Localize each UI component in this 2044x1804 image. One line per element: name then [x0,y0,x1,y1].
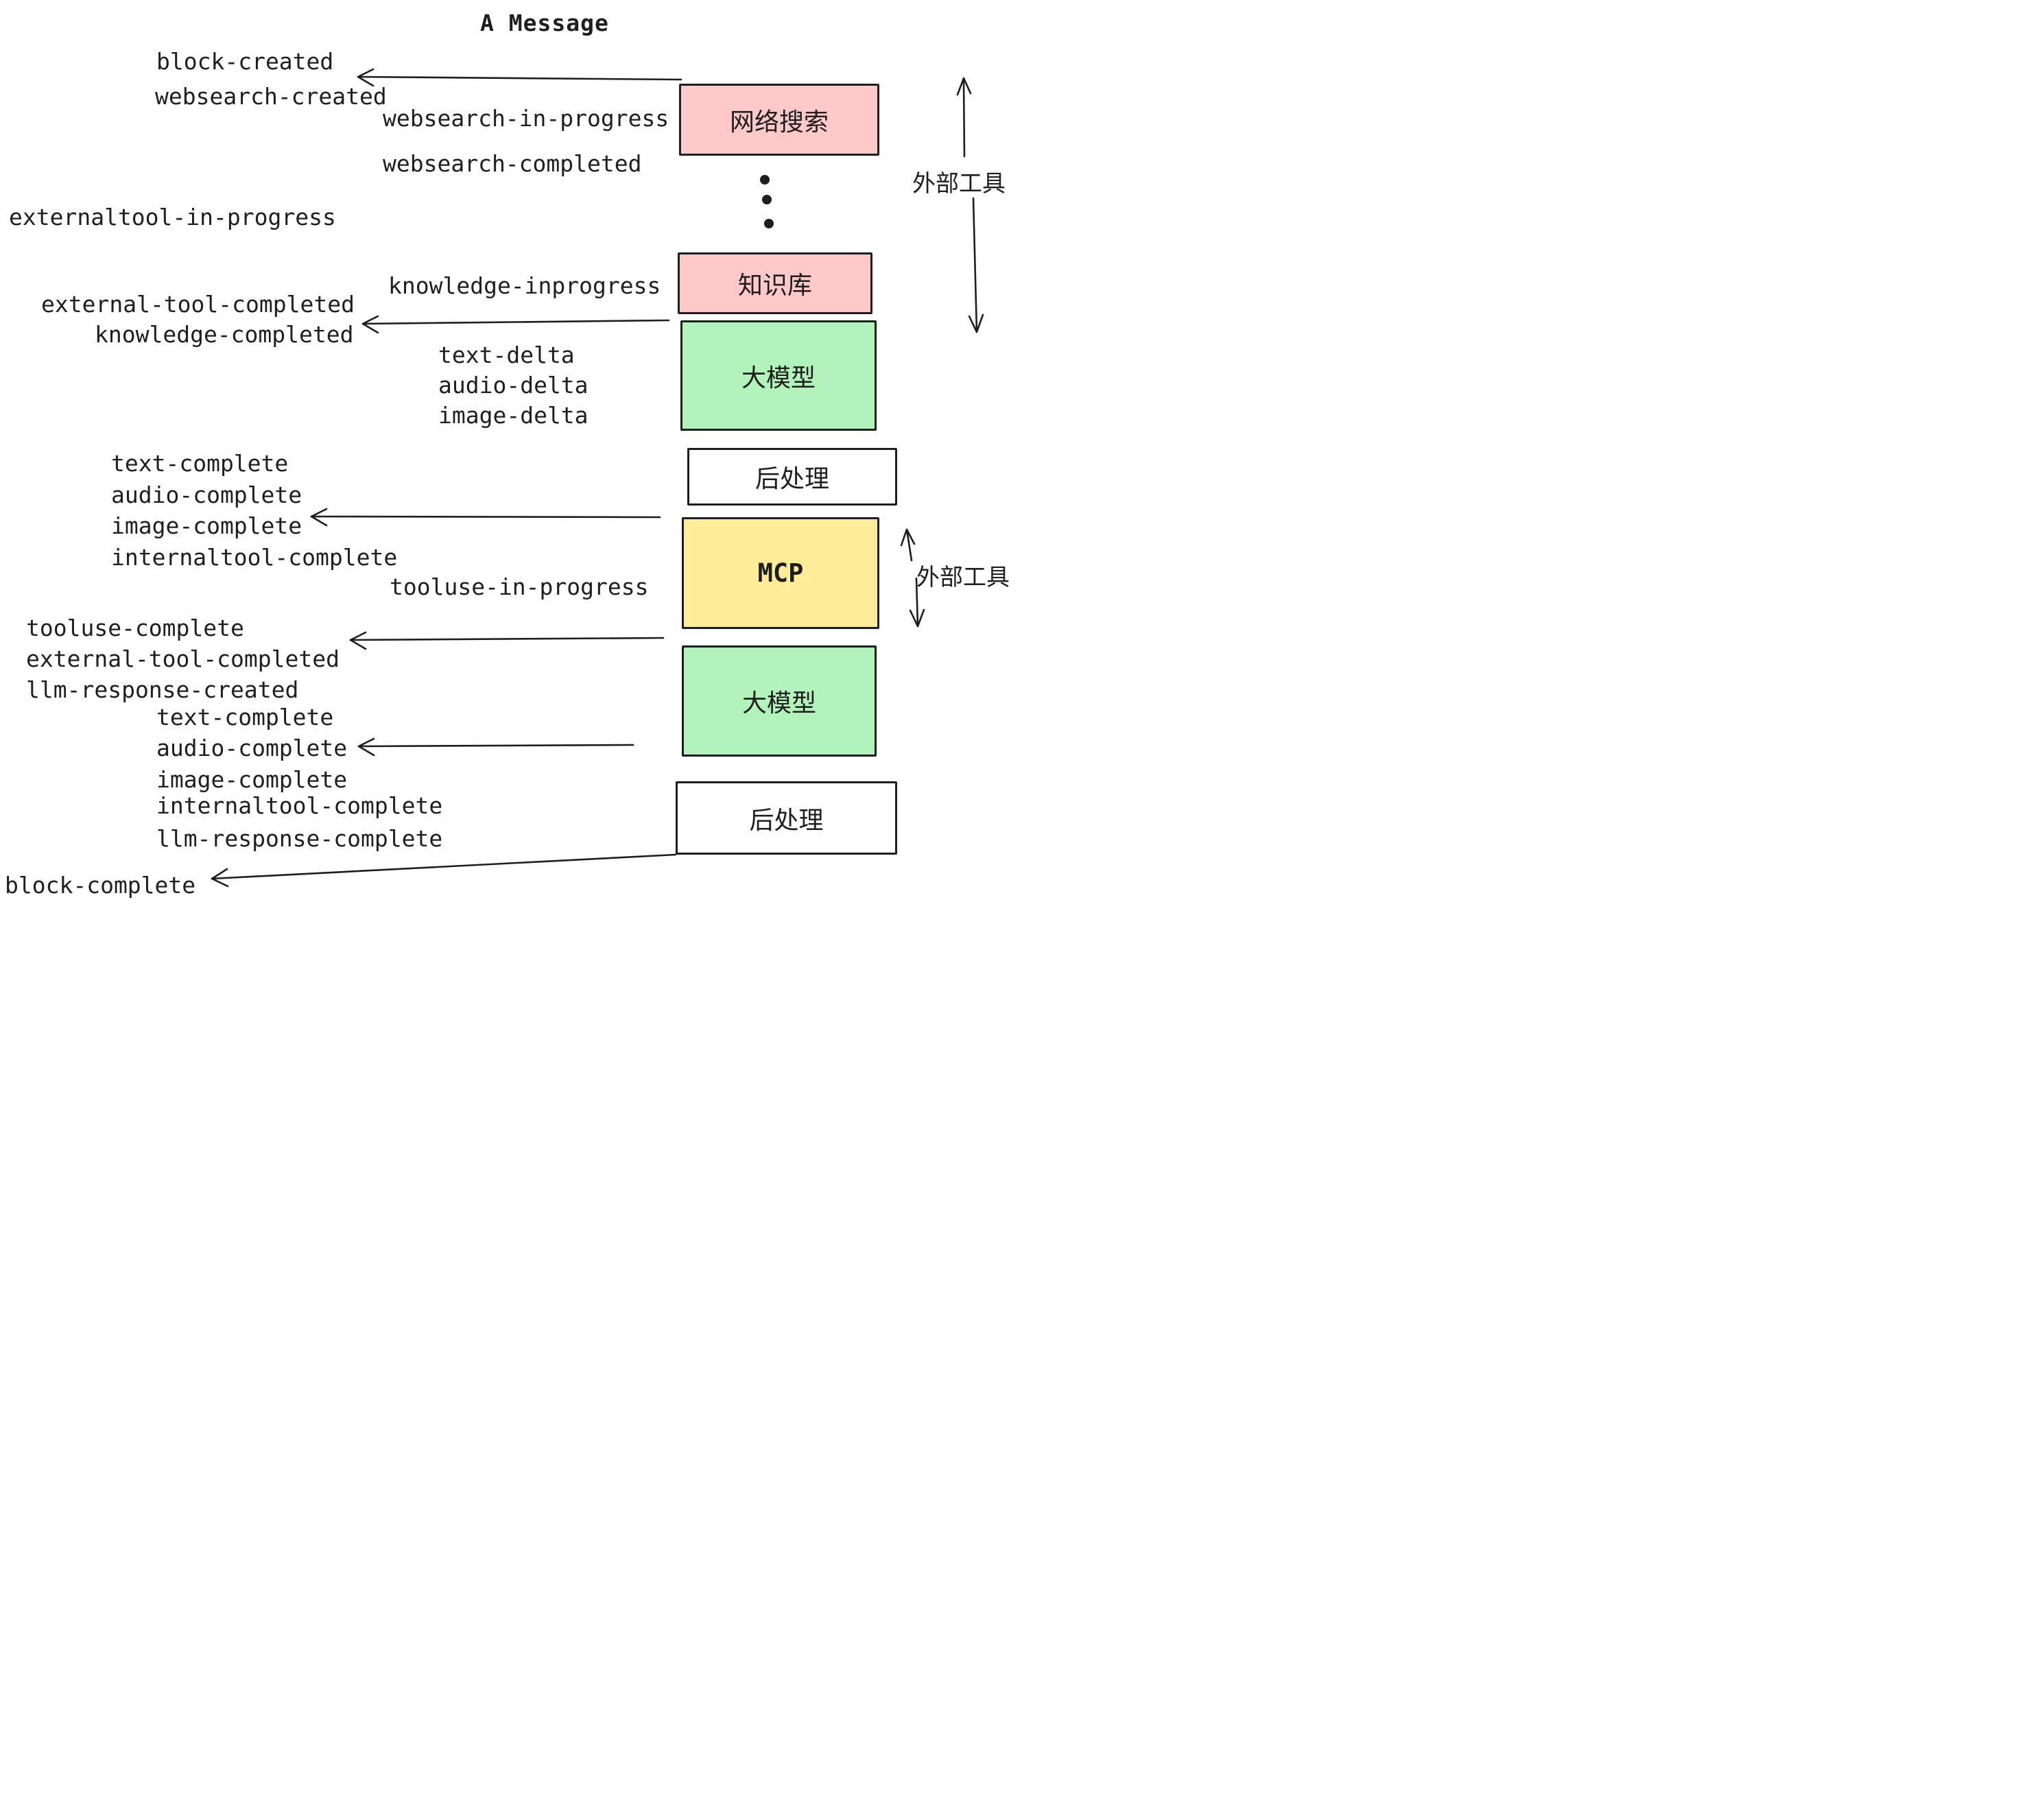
event-label-audio-delta-1: audio-delta [438,372,589,399]
event-label-knowledge-completed: knowledge-completed [95,321,354,348]
event-label-audio-complete-2: audio-complete [156,735,348,761]
event-label-external-tool-completed-2: external-tool-completed [26,645,340,672]
arrow-to-knowledge-completed [361,315,670,334]
event-label-image-delta-1: image-delta [438,402,589,429]
event-label-text-complete-2: text-complete [156,704,334,731]
box-websearch: 网络搜索 [679,84,879,156]
event-label-block-complete: block-complete [5,872,196,899]
box-postprocess-1: 后处理 [687,448,897,506]
event-label-websearch-completed: websearch-completed [383,150,642,177]
event-label-internaltool-complete-2: internaltool-complete [156,792,443,819]
box-llm-2: 大模型 [682,645,877,757]
event-label-llm-response-created: llm-response-created [26,676,299,703]
event-label-external-tool-completed: external-tool-completed [41,291,355,318]
external-tools-up-arrow-mid [900,528,916,562]
arrow-to-block-complete [211,853,677,888]
event-label-internaltool-complete-1: internaltool-complete [111,544,398,571]
box-knowledge: 知识库 [678,252,872,314]
external-tools-down-arrow-top [968,197,984,333]
diagram-title: A Message [480,10,609,36]
event-label-externaltool-in-progress: externaltool-in-progress [9,204,336,230]
event-label-knowledge-inprogress: knowledge-inprogress [388,272,661,299]
box-mcp: MCP [682,517,879,629]
external-tools-label-top: 外部工具 [912,170,1006,198]
box-llm-1: 大模型 [680,320,877,431]
arrow-to-block-created [357,68,682,87]
event-label-tooluse-in-progress: tooluse-in-progress [390,573,649,600]
diagram-canvas: A Message block-created websearch-create… [0,0,1022,902]
event-label-text-complete-1: text-complete [111,450,289,477]
external-tools-up-arrow-top [956,77,972,158]
event-label-image-complete-2: image-complete [156,766,348,793]
arrow-to-tooluse-complete [349,631,665,650]
event-label-websearch-created: websearch-created [155,83,387,110]
event-label-audio-complete-1: audio-complete [111,482,302,508]
event-label-llm-response-complete: llm-response-complete [156,825,443,852]
arrow-to-audio-complete [357,737,634,757]
event-label-tooluse-complete: tooluse-complete [26,615,244,641]
event-label-image-complete-1: image-complete [111,512,302,539]
ellipsis-dots [760,175,774,228]
arrow-to-image-complete [310,508,661,527]
box-postprocess-2: 后处理 [676,781,897,855]
event-label-block-created: block-created [156,48,334,75]
event-label-text-delta-1: text-delta [438,342,575,368]
external-tools-label-mid: 外部工具 [916,564,1010,591]
event-label-websearch-in-progress: websearch-in-progress [383,105,669,132]
